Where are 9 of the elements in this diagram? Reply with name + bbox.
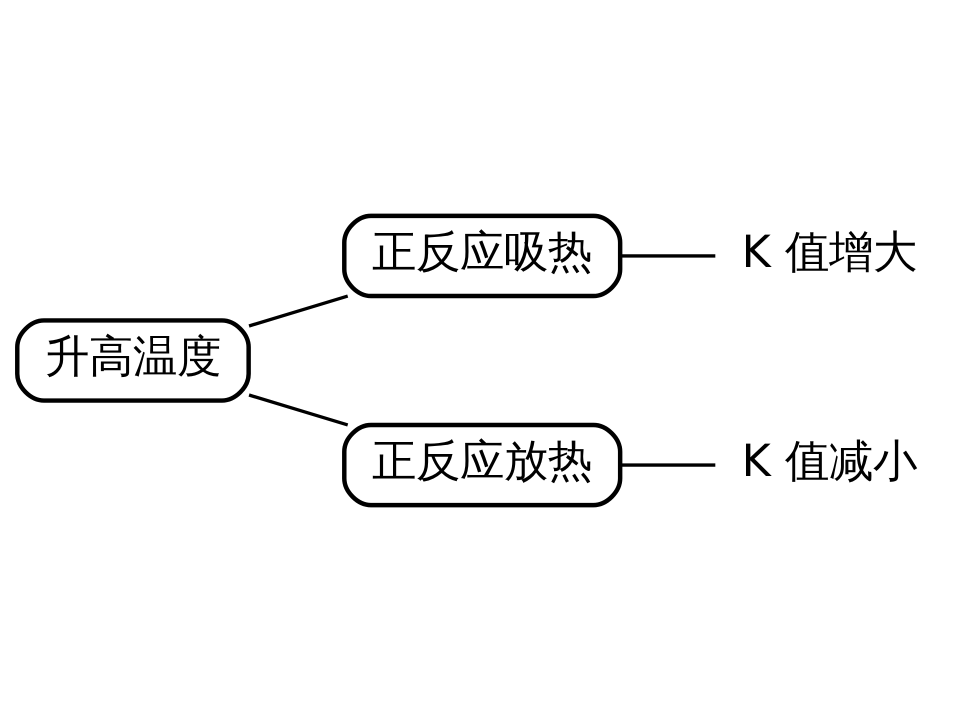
node-text: K 值减小 xyxy=(742,436,917,487)
node-box: 正反应吸热 xyxy=(342,213,622,298)
node-box: 正反应放热 xyxy=(342,422,622,507)
connector xyxy=(620,254,716,258)
node-box: 升高温度 xyxy=(15,318,251,402)
connector xyxy=(248,294,348,328)
connector xyxy=(620,462,716,466)
connector xyxy=(248,392,348,426)
node-text: K 值增大 xyxy=(742,226,917,278)
